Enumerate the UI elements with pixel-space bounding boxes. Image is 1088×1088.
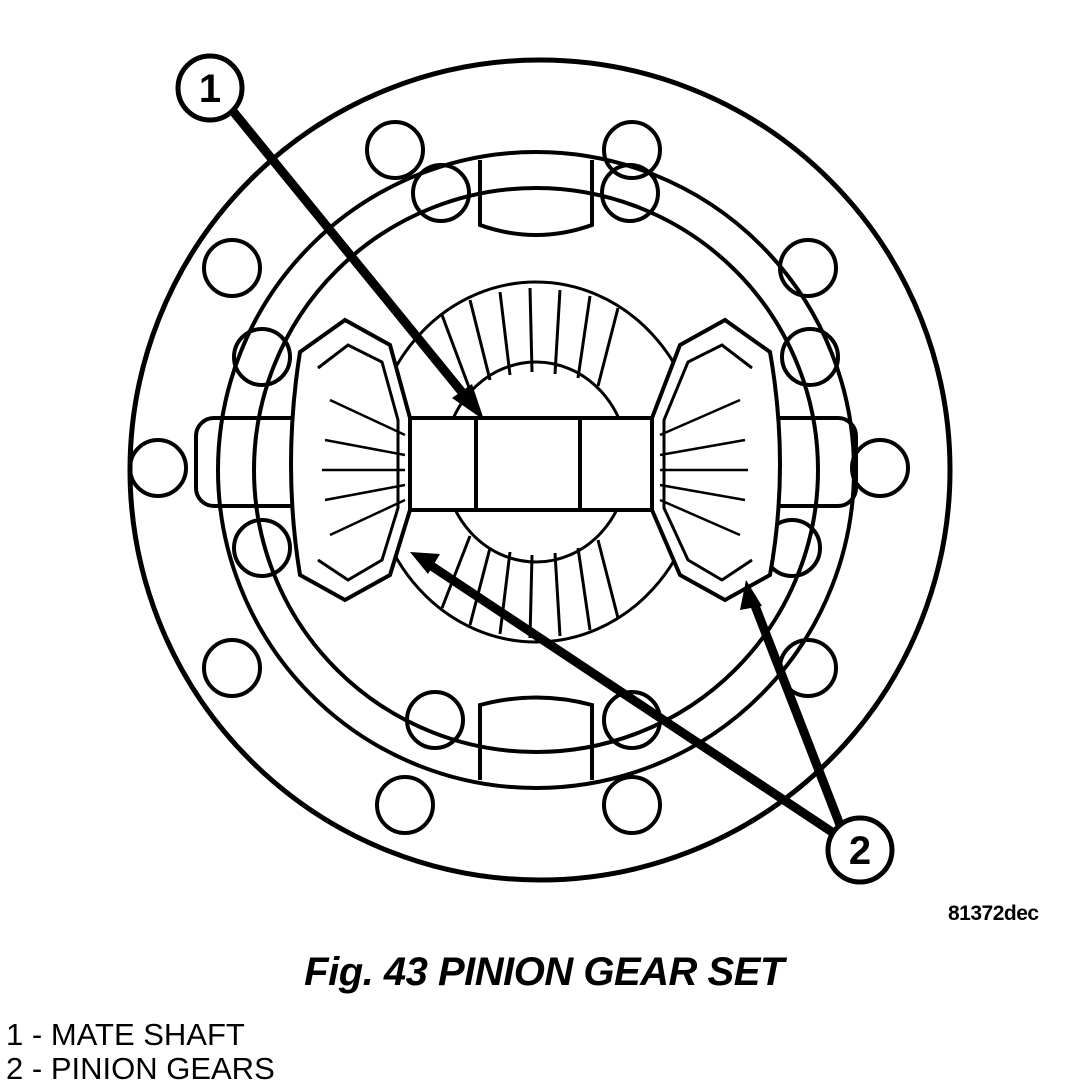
bolt-hole bbox=[128, 438, 188, 498]
leader-lines bbox=[227, 105, 845, 837]
bolt-hole bbox=[375, 775, 435, 835]
figure-number: Fig. 43 bbox=[304, 950, 428, 994]
legend-item: 2 - PINION GEARS bbox=[6, 1052, 275, 1086]
case-window-top bbox=[478, 160, 594, 237]
callout-2-number: 2 bbox=[849, 829, 871, 873]
pinion-gear-right bbox=[650, 317, 782, 603]
pinion-gear-left bbox=[289, 317, 412, 603]
legend-number: 1 bbox=[6, 1017, 24, 1052]
bolt-hole bbox=[850, 438, 910, 498]
mate-shaft bbox=[408, 416, 654, 512]
legend: 1 - MATE SHAFT 2 - PINION GEARS bbox=[6, 1018, 275, 1086]
bolt-hole bbox=[780, 327, 840, 387]
figure-caption: Fig. 43 PINION GEAR SET bbox=[0, 950, 1088, 995]
callout-1: 1 bbox=[175, 53, 245, 123]
arrowhead-1 bbox=[452, 384, 484, 420]
bolt-hole bbox=[232, 518, 292, 578]
bolt-hole bbox=[405, 690, 465, 750]
arrowhead-2a bbox=[410, 552, 440, 574]
case-window-bottom bbox=[478, 695, 594, 780]
bolt-hole bbox=[232, 327, 292, 387]
bolt-hole bbox=[411, 163, 471, 223]
case-hub-ring bbox=[252, 186, 820, 754]
bolt-hole bbox=[602, 120, 662, 180]
bolt-hole bbox=[365, 120, 425, 180]
legend-item: 1 - MATE SHAFT bbox=[6, 1018, 275, 1052]
bolt-hole bbox=[602, 775, 662, 835]
bolt-hole bbox=[202, 238, 262, 298]
leader-2b bbox=[747, 593, 845, 830]
reference-code: 81372dec bbox=[948, 902, 1039, 925]
legend-separator: - bbox=[23, 1051, 51, 1086]
legend-label: MATE SHAFT bbox=[50, 1017, 245, 1052]
legend-number: 2 bbox=[6, 1051, 24, 1086]
leader-1 bbox=[227, 105, 475, 407]
callout-2: 2 bbox=[825, 815, 895, 885]
legend-separator: - bbox=[23, 1017, 51, 1052]
figure-title: PINION GEAR SET bbox=[437, 950, 784, 994]
arrowhead-2b bbox=[740, 580, 762, 610]
bolt-hole bbox=[778, 238, 838, 298]
bolt-hole bbox=[600, 163, 660, 223]
leader-2a bbox=[425, 560, 837, 837]
callout-1-number: 1 bbox=[199, 67, 221, 111]
legend-label: PINION GEARS bbox=[50, 1051, 275, 1086]
bolt-hole bbox=[202, 638, 262, 698]
